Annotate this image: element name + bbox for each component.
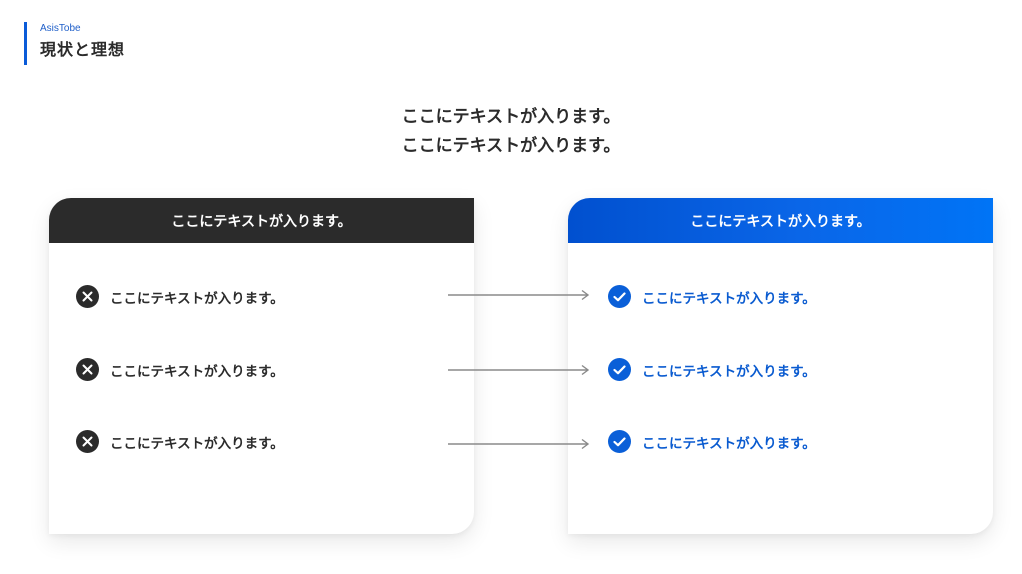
eyebrow-label: AsisTobe	[40, 23, 81, 34]
check-circle-icon	[608, 430, 631, 453]
as-is-item-label: ここにテキストが入ります。	[110, 435, 284, 452]
arrow-right-icon	[448, 438, 590, 450]
as-is-card: ここにテキストが入ります。 ここにテキストが入ります。 ここにテキストが入ります…	[49, 198, 474, 534]
as-is-item: ここにテキストが入ります。	[76, 430, 284, 453]
page-title: 現状と理想	[40, 40, 126, 59]
lead-text: ここにテキストが入ります。 ここにテキストが入ります。	[0, 103, 1022, 161]
lead-line: ここにテキストが入ります。	[401, 136, 621, 156]
to-be-item: ここにテキストが入ります。	[608, 358, 816, 381]
to-be-card-header: ここにテキストが入ります。	[568, 198, 993, 243]
to-be-item: ここにテキストが入ります。	[608, 285, 816, 308]
check-circle-icon	[608, 358, 631, 381]
to-be-item: ここにテキストが入ります。	[608, 430, 816, 453]
as-is-card-header: ここにテキストが入ります。	[49, 198, 474, 243]
as-is-item: ここにテキストが入ります。	[76, 285, 284, 308]
as-is-item: ここにテキストが入ります。	[76, 358, 284, 381]
title-block: AsisTobe 現状と理想	[24, 22, 125, 65]
x-circle-icon	[76, 430, 99, 453]
arrow-right-icon	[448, 289, 590, 301]
to-be-item-label: ここにテキストが入ります。	[642, 363, 816, 380]
lead-line: ここにテキストが入ります。	[401, 107, 621, 127]
arrow-right-icon	[448, 364, 590, 376]
x-circle-icon	[76, 285, 99, 308]
to-be-item-label: ここにテキストが入ります。	[642, 290, 816, 307]
to-be-item-label: ここにテキストが入ります。	[642, 435, 816, 452]
x-circle-icon	[76, 358, 99, 381]
as-is-item-label: ここにテキストが入ります。	[110, 363, 284, 380]
as-is-item-label: ここにテキストが入ります。	[110, 290, 284, 307]
to-be-card: ここにテキストが入ります。 ここにテキストが入ります。 ここにテキストが入ります…	[568, 198, 993, 534]
check-circle-icon	[608, 285, 631, 308]
